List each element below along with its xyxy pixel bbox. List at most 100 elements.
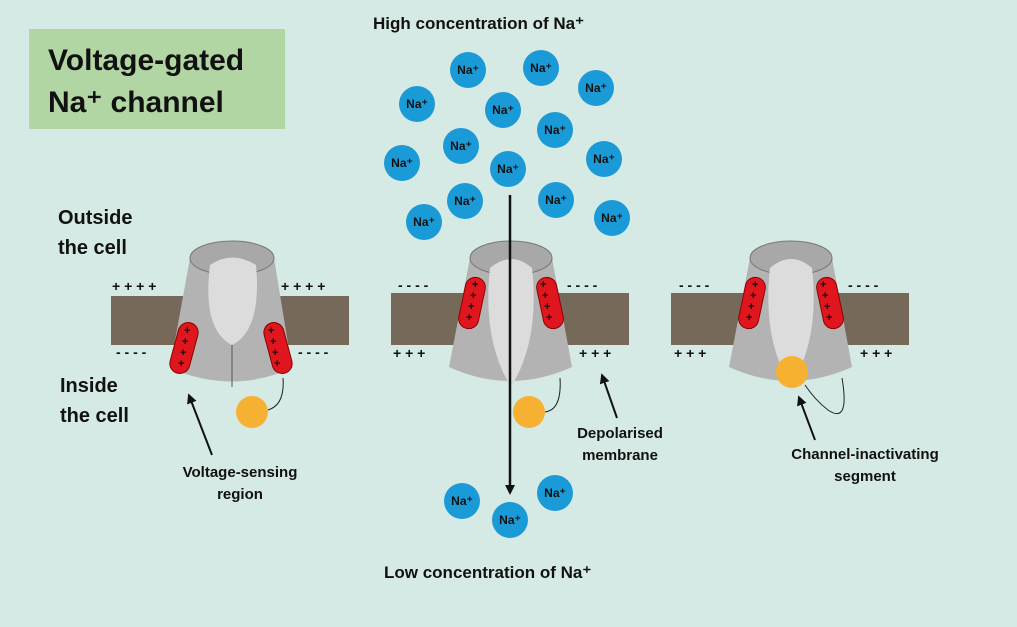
outside-cell-label: Outside the cell xyxy=(58,207,133,259)
svg-text:+: + xyxy=(272,347,278,359)
charge-outside-left-a: + + + + xyxy=(112,278,156,294)
sodium-ion-label: Na⁺ xyxy=(391,156,413,170)
sodium-ion-label: Na⁺ xyxy=(451,494,473,508)
sodium-ion-label: Na⁺ xyxy=(544,123,566,137)
diagram-title: Voltage-gated Na⁺ channel xyxy=(48,44,245,119)
sodium-ion: Na⁺ xyxy=(485,92,521,128)
sodium-ion-circle xyxy=(578,70,614,106)
sodium-ion-circle xyxy=(384,145,420,181)
depolarised-membrane-label: Depolarised membrane xyxy=(577,425,663,464)
sodium-ion: Na⁺ xyxy=(523,50,559,86)
charge-outside-right-a: - - - - xyxy=(679,277,710,293)
sodium-ion-label: Na⁺ xyxy=(492,103,514,117)
svg-text:+: + xyxy=(824,301,830,313)
sodium-ion-circle xyxy=(586,141,622,177)
svg-text:+: + xyxy=(750,290,756,302)
sodium-ion: Na⁺ xyxy=(490,151,526,187)
voltage-sensor-right: ++++ xyxy=(816,276,844,330)
high-concentration-label: High concentration of Na⁺ xyxy=(373,14,585,33)
sodium-ion-circle xyxy=(399,86,435,122)
charge-outside-right-b: - - - - xyxy=(848,277,879,293)
sodium-ion: Na⁺ xyxy=(384,145,420,181)
voltage-sensor-left: ++++ xyxy=(738,276,766,330)
sodium-ion-label: Na⁺ xyxy=(601,211,623,225)
title-box xyxy=(29,29,285,129)
charge-inside-mid-b: + + + xyxy=(579,345,611,361)
sodium-ion-label: Na⁺ xyxy=(454,194,476,208)
voltage-sensor-right: ++++ xyxy=(536,276,564,330)
svg-text:+: + xyxy=(178,358,184,370)
sodium-ion: Na⁺ xyxy=(537,475,573,511)
svg-text:+: + xyxy=(274,358,280,370)
svg-text:+: + xyxy=(182,336,188,348)
sodium-ion-circle xyxy=(444,483,480,519)
sodium-ion-circle xyxy=(537,475,573,511)
inactivation-ball-open xyxy=(513,396,545,428)
charge-inside-left-b: - - - - xyxy=(298,344,329,360)
sodium-ion: Na⁺ xyxy=(406,204,442,240)
inside-cell-label: Inside the cell xyxy=(60,375,129,427)
voltage-sensor-right: ++++ xyxy=(263,322,293,374)
voltage-sensing-arrow xyxy=(187,393,213,456)
svg-text:+: + xyxy=(472,279,478,291)
voltage-sensor-left: ++++ xyxy=(458,276,486,330)
inactivation-ball-blocking xyxy=(776,356,808,388)
svg-text:+: + xyxy=(540,279,546,291)
sodium-ion: Na⁺ xyxy=(450,52,486,88)
sodium-ion-label: Na⁺ xyxy=(450,139,472,153)
sodium-ion-circle xyxy=(406,204,442,240)
sodium-ion-circle xyxy=(450,52,486,88)
charge-outside-mid-b: - - - - xyxy=(567,277,598,293)
voltage-sensor-left: ++++ xyxy=(169,322,199,374)
sodium-ion-label: Na⁺ xyxy=(545,193,567,207)
sodium-ion: Na⁺ xyxy=(538,182,574,218)
voltage-sensing-label: Voltage-sensing region xyxy=(182,464,298,503)
sodium-ion: Na⁺ xyxy=(447,183,483,219)
sodium-ion-label: Na⁺ xyxy=(413,215,435,229)
charge-inside-left-a: - - - - xyxy=(116,344,147,360)
svg-text:+: + xyxy=(270,336,276,348)
sodium-ion-circle xyxy=(523,50,559,86)
sodium-ion-circle xyxy=(485,92,521,128)
svg-text:+: + xyxy=(542,290,548,302)
sodium-ion-label: Na⁺ xyxy=(497,162,519,176)
svg-text:+: + xyxy=(546,312,552,324)
depolarised-arrow xyxy=(599,373,618,419)
channel-closed: ++++ ++++ xyxy=(169,240,293,428)
sodium-ion: Na⁺ xyxy=(586,141,622,177)
sodium-ion: Na⁺ xyxy=(444,483,480,519)
svg-text:+: + xyxy=(752,279,758,291)
sodium-ion: Na⁺ xyxy=(578,70,614,106)
svg-text:+: + xyxy=(268,325,274,337)
svg-text:+: + xyxy=(748,301,754,313)
sodium-ion-circle xyxy=(594,200,630,236)
sodium-ion-label: Na⁺ xyxy=(585,81,607,95)
sodium-ion-circle xyxy=(490,151,526,187)
sodium-ion: Na⁺ xyxy=(492,502,528,538)
sodium-ion-circle xyxy=(492,502,528,538)
sodium-ion: Na⁺ xyxy=(399,86,435,122)
inactivating-arrow xyxy=(797,395,816,441)
svg-text:+: + xyxy=(180,347,186,359)
sodium-ion-label: Na⁺ xyxy=(457,63,479,77)
sodium-ion-circle xyxy=(447,183,483,219)
svg-text:+: + xyxy=(746,312,752,324)
charge-inside-mid-a: + + + xyxy=(393,345,425,361)
svg-text:+: + xyxy=(468,301,474,313)
svg-text:+: + xyxy=(466,312,472,324)
charge-inside-right-a: + + + xyxy=(674,345,706,361)
inactivation-ball-closed xyxy=(236,396,268,428)
sodium-ion-label: Na⁺ xyxy=(544,486,566,500)
svg-text:+: + xyxy=(470,290,476,302)
sodium-ion: Na⁺ xyxy=(594,200,630,236)
sodium-ion-label: Na⁺ xyxy=(499,513,521,527)
channel-inactivating-label: Channel-inactivating segment xyxy=(791,446,939,485)
charge-outside-mid-a: - - - - xyxy=(398,277,429,293)
sodium-ion-label: Na⁺ xyxy=(530,61,552,75)
sodium-ion-label: Na⁺ xyxy=(593,152,615,166)
sodium-ion-circle xyxy=(538,182,574,218)
channel-inactivated: ++++ ++++ xyxy=(729,240,852,415)
svg-text:+: + xyxy=(820,279,826,291)
sodium-ions: Na⁺ Na⁺ Na⁺ Na⁺ Na⁺ Na⁺ Na⁺ Na⁺ Na⁺ Na⁺ Na⁺ Na⁺ Na⁺ N… xyxy=(384,50,630,538)
